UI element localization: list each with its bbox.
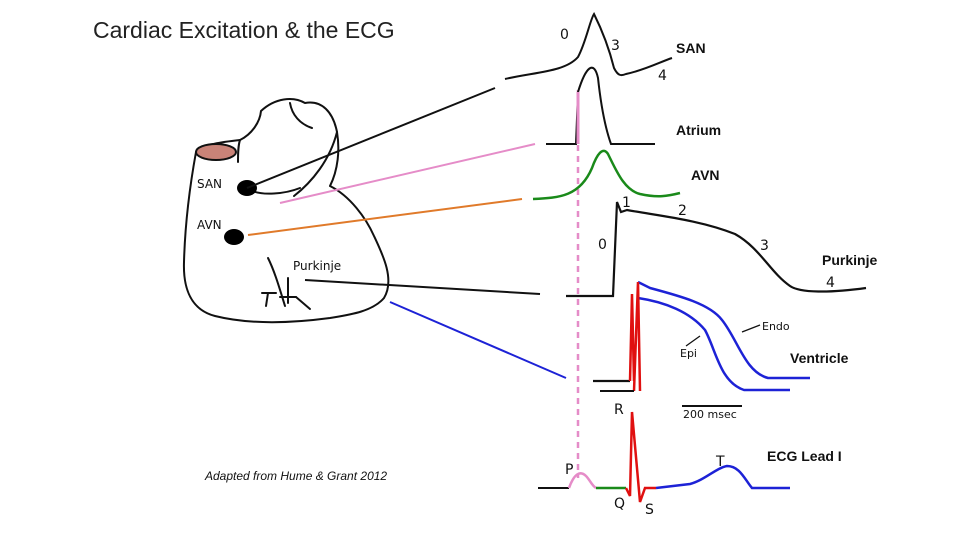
heart-outline: [182, 98, 390, 324]
source-credit: Adapted from Hume & Grant 2012: [204, 469, 387, 483]
purkinje-phase-3: 3: [760, 238, 769, 254]
ecg-label-s: S: [645, 502, 654, 518]
avn-action-potential: [532, 149, 681, 201]
ecg-trace-label: ECG Lead I: [767, 448, 842, 464]
ventricle-endo-potential: [637, 280, 810, 380]
avn-trace-label: AVN: [691, 167, 720, 183]
avn-node-dot: [224, 229, 244, 245]
purkinje-phase-1: 1: [622, 195, 631, 211]
san-phase-4: 4: [658, 68, 667, 84]
heart-label-purkinje: Purkinje: [293, 259, 341, 273]
epi-pointer: [685, 335, 701, 347]
aorta-opening: [195, 143, 237, 161]
atrium-action-potential: [546, 66, 655, 145]
ventricle-endo-label: Endo: [762, 320, 790, 333]
purkinje-phase-4: 4: [826, 275, 835, 291]
atrium-trace-label: Atrium: [676, 122, 721, 138]
ventricle-epi-potential: [637, 296, 790, 392]
san-action-potential: [504, 12, 673, 80]
connector-purkinje: [304, 279, 541, 295]
ventricle-epi-label: Epi: [680, 347, 697, 360]
san-trace-label: SAN: [676, 40, 706, 56]
purkinje-action-potential: [566, 201, 867, 298]
connector-ventricle: [389, 301, 567, 379]
endo-pointer: [741, 324, 761, 333]
connector-atrium: [279, 143, 536, 204]
purkinje-phase-0: 0: [598, 237, 607, 253]
ecg-label-r: R: [614, 402, 624, 418]
heart-label-san: SAN: [197, 177, 222, 191]
heart-label-avn: AVN: [197, 218, 222, 232]
connector-san: [246, 87, 496, 189]
ventricle-depolarization: [628, 281, 642, 392]
san-phase-0: 0: [560, 27, 569, 43]
ventricle-trace-label: Ventricle: [790, 350, 849, 366]
ecg-t-wave: [655, 464, 790, 490]
purkinje-trace-label: Purkinje: [822, 252, 877, 268]
purkinje-fibers-icon: [261, 277, 311, 310]
san-phase-3: 3: [611, 38, 620, 54]
ecg-label-q: Q: [614, 496, 625, 512]
slide-title: Cardiac Excitation & the ECG: [93, 17, 395, 43]
ecg-label-p: P: [565, 462, 573, 478]
ecg-p-wave: [567, 472, 597, 490]
connector-avn: [247, 198, 523, 236]
scale-bar-label: 200 msec: [683, 408, 737, 421]
ecg-qrs-complex: [624, 411, 656, 503]
purkinje-phase-2: 2: [678, 203, 687, 219]
ecg-label-t: T: [715, 454, 725, 470]
